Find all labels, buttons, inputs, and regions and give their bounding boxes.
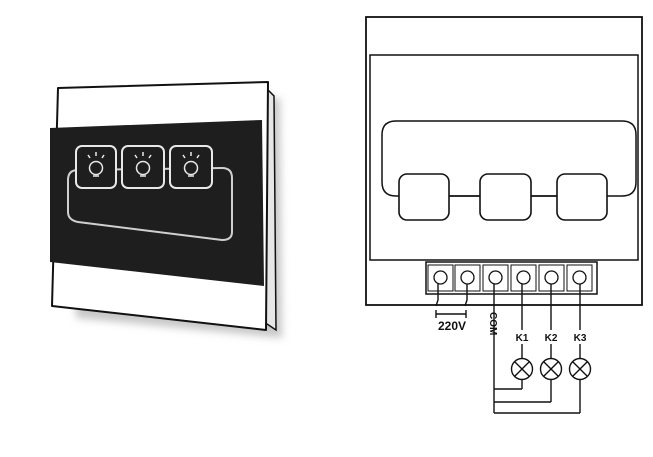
lamp-icon: [510, 357, 534, 381]
module-key-1[interactable]: [398, 173, 450, 221]
supply-wire-n: [464, 284, 468, 307]
touch-key-1[interactable]: [75, 145, 117, 189]
com-label: COM: [487, 312, 498, 335]
bulb-icon: [182, 152, 200, 177]
wiring: [435, 284, 581, 414]
lamp-icon: [539, 357, 563, 381]
k3-label: K3: [574, 333, 587, 344]
terminal-screw: [482, 264, 509, 292]
module-key-3[interactable]: [556, 173, 608, 221]
terminal-block: [425, 261, 598, 295]
lamp-icon: [568, 357, 592, 381]
terminal-screw: [427, 264, 454, 292]
bulb-icon: [134, 152, 152, 177]
terminal-screw: [454, 264, 481, 292]
supply-label: 220V: [438, 319, 466, 333]
receiver-module: [365, 16, 643, 306]
touch-area-outline: [67, 166, 233, 242]
touch-key-3[interactable]: [169, 145, 213, 189]
k2-label: K2: [545, 333, 558, 344]
k1-label: K1: [516, 333, 529, 344]
bulb-icon: [87, 152, 105, 177]
touch-switch-panel: [50, 81, 282, 338]
supply-wire-l: [435, 284, 439, 307]
touch-key-2[interactable]: [121, 145, 165, 189]
terminal-screw: [510, 264, 537, 292]
module-key-2[interactable]: [479, 173, 532, 221]
